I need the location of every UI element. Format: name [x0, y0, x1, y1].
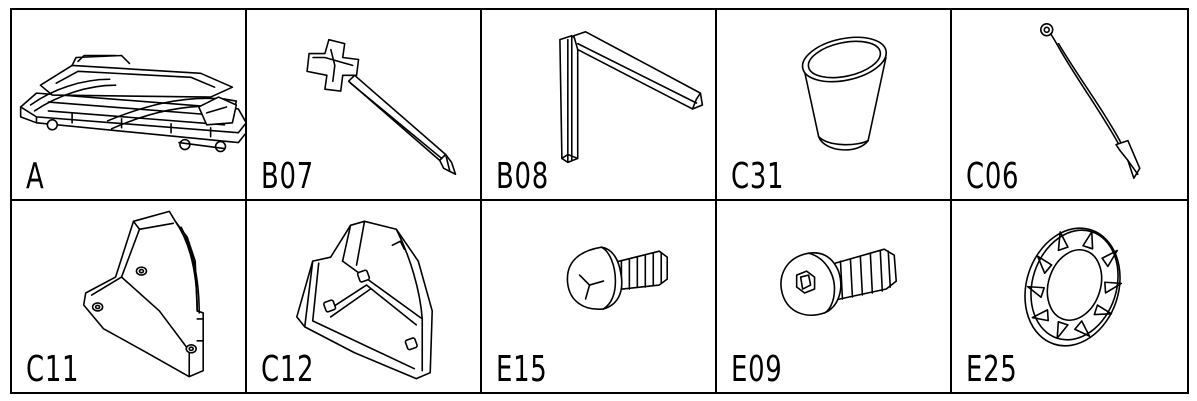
part-cell-e15: E15 — [482, 201, 717, 392]
part-label-e15: E15 — [496, 349, 548, 390]
wrench-screwdriver-icon — [306, 38, 457, 176]
part-label-c12: C12 — [261, 349, 315, 390]
part-label-e09: E09 — [731, 349, 783, 390]
lock-washer-icon — [1024, 227, 1123, 347]
part-cell-c31: C31 — [717, 10, 952, 201]
allen-key-icon — [559, 30, 704, 164]
part-cell-b08: B08 — [482, 10, 717, 201]
hex-bolt-icon — [780, 248, 898, 316]
part-cell-a: A — [12, 10, 247, 201]
part-label-c31: C31 — [731, 156, 785, 197]
part-cell-c11: C11 — [12, 201, 247, 392]
treadmill-icon — [19, 54, 245, 153]
part-cell-c12: C12 — [247, 201, 482, 392]
part-label-b08: B08 — [496, 156, 549, 197]
part-label-c11: C11 — [26, 349, 80, 390]
part-label-b07: B07 — [261, 156, 314, 197]
part-cell-e09: E09 — [717, 201, 952, 392]
part-label-e25: E25 — [966, 349, 1018, 390]
part-cell-e25: E25 — [952, 201, 1187, 392]
phillips-screw-icon — [566, 246, 669, 310]
part-label-a: A — [26, 156, 45, 197]
right-cover-icon — [295, 220, 434, 380]
left-cover-icon — [82, 210, 204, 378]
safety-key-clip-icon — [1040, 23, 1141, 180]
part-cell-c06: C06 — [952, 10, 1187, 201]
part-cell-b07: B07 — [247, 10, 482, 201]
oil-bottle-icon — [801, 36, 888, 151]
parts-grid: A B07 B08 — [10, 8, 1189, 394]
part-label-c06: C06 — [966, 156, 1020, 197]
